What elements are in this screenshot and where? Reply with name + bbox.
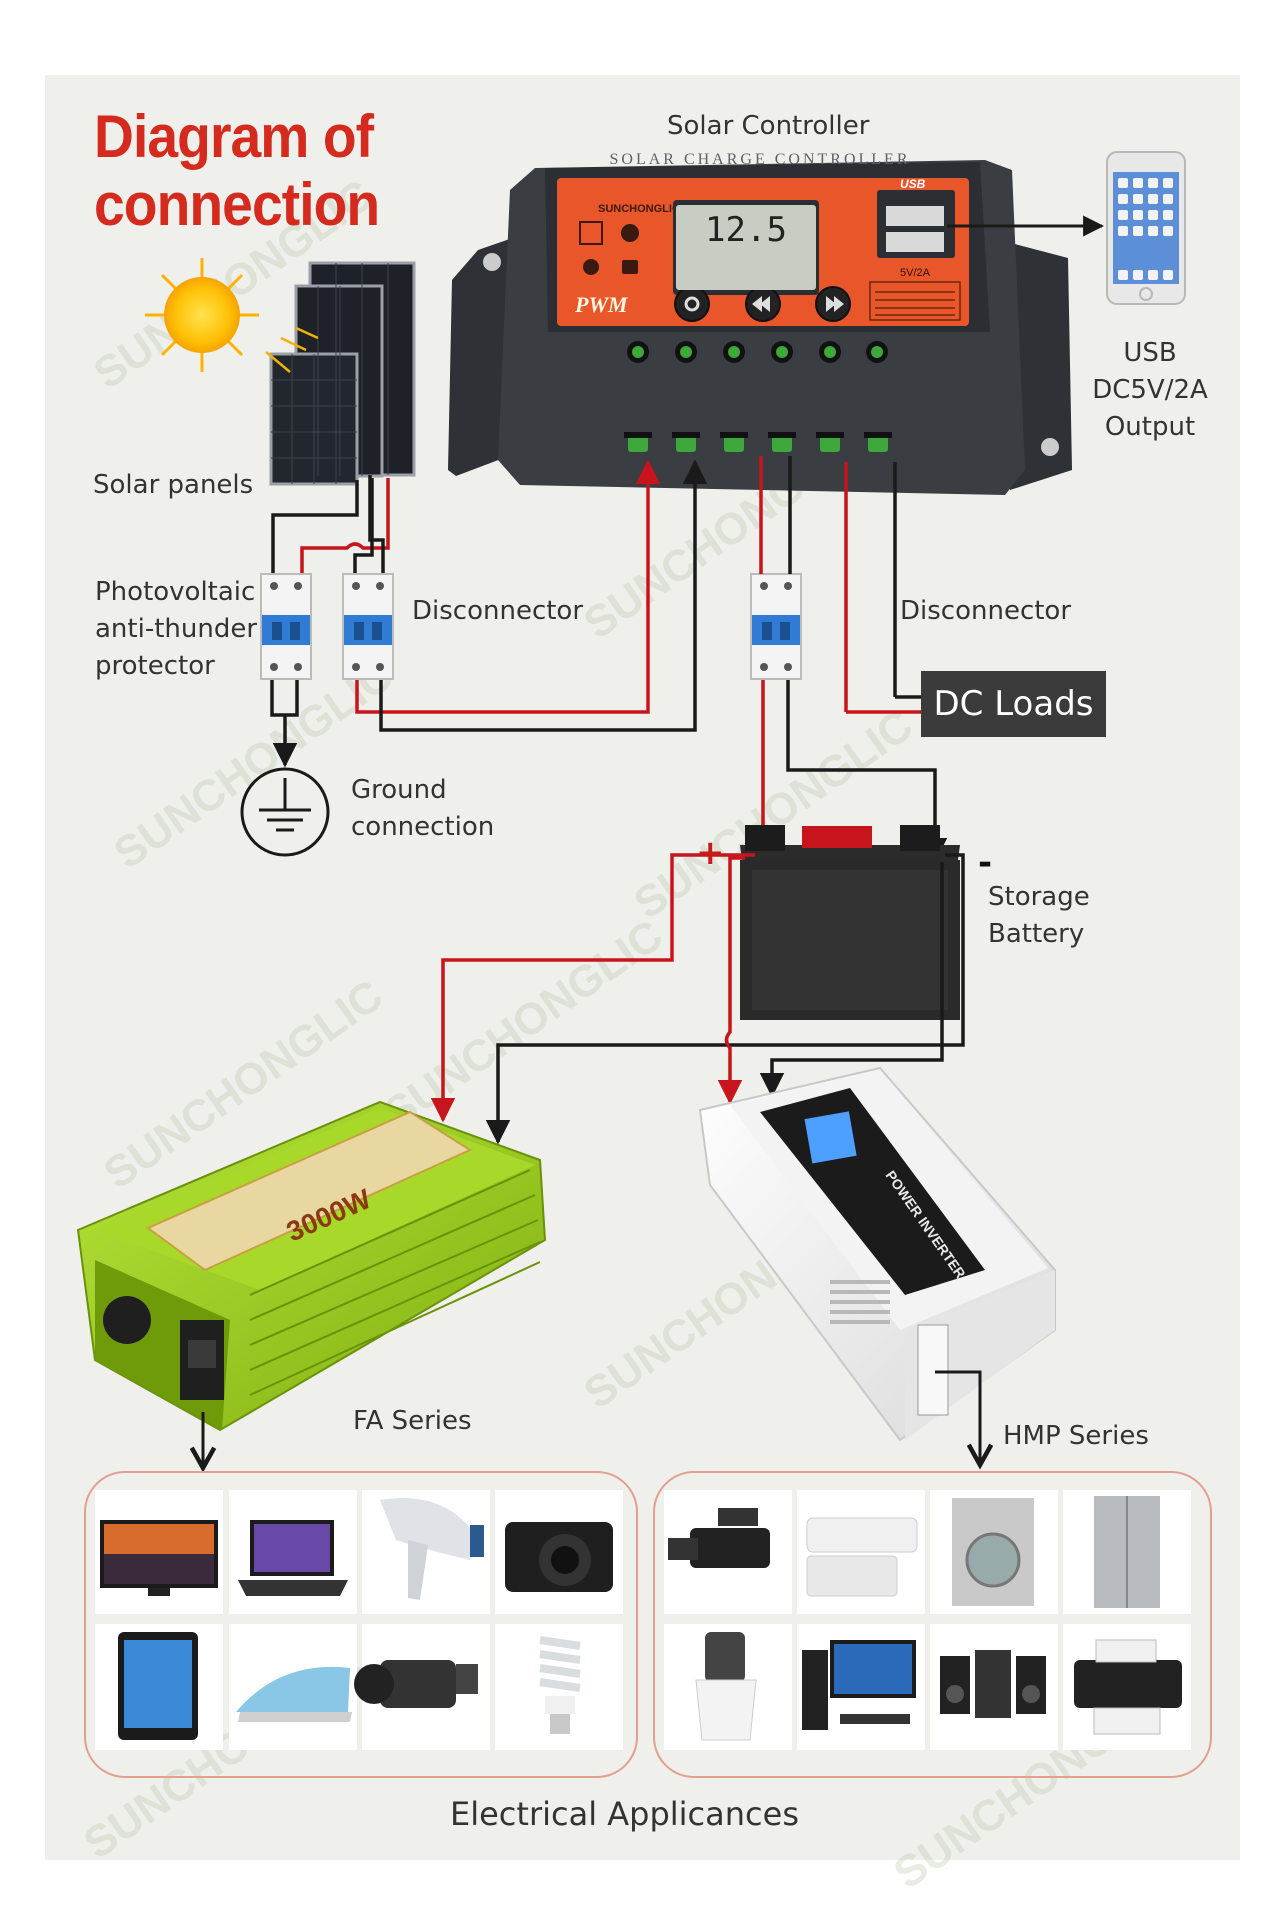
panel-wires	[271, 475, 390, 575]
desktop-pc-icon	[797, 1624, 925, 1750]
disconnector-left-label: Disconnector	[412, 596, 584, 626]
ground-symbol-icon	[240, 767, 330, 857]
sun-icon	[145, 258, 259, 372]
usb-output-label: USB DC5V/2A Output	[1090, 335, 1210, 446]
cfl-bulb-icon	[495, 1624, 623, 1750]
settings-button	[674, 286, 710, 322]
washing-machine-icon	[930, 1490, 1058, 1614]
controller-header-text: SOLAR CHARGE CONTROLLER	[609, 151, 910, 168]
fa-appliance-group	[84, 1471, 638, 1778]
battery-to-inverter-wires	[430, 853, 965, 1145]
disconnector-right-label: Disconnector	[900, 596, 1072, 626]
appliance-tiles	[95, 1490, 1191, 1750]
usb-rating: 5V/2A	[900, 267, 931, 279]
pv-protector-line-1: Photovoltaic	[95, 577, 256, 607]
solar-controller-label: Solar Controller	[667, 111, 870, 141]
disconnector-breaker-left	[342, 573, 394, 680]
dc-loads-box: DC Loads	[921, 671, 1106, 737]
camera-icon	[495, 1490, 623, 1614]
tv-icon	[95, 1490, 223, 1614]
battery-plus-sign: +	[696, 833, 725, 873]
solar-panels-icon	[265, 261, 416, 486]
page-title: Diagram of connection	[94, 103, 380, 239]
pv-protector-line-2: anti-thunder	[95, 614, 258, 644]
storage-battery-label: Storage Battery	[988, 879, 1090, 953]
tablet-icon	[95, 1624, 223, 1750]
storage-battery	[740, 825, 960, 1020]
battery-minus-sign: -	[978, 843, 993, 883]
camcorder-icon	[354, 1624, 490, 1750]
ground-wires	[270, 680, 299, 768]
solar-controller-device: SOLAR CHARGE CONTROLLER SUNCHONGLIC PWM …	[448, 151, 1072, 495]
hmp-appliance-group	[653, 1471, 1212, 1778]
controller-wires	[355, 456, 948, 865]
pv-protector-line-3: protector	[95, 651, 215, 681]
hmp-series-inverter	[698, 1066, 1056, 1442]
ground-connection-line-2: connection	[351, 812, 495, 842]
storage-battery-line-1: Storage	[988, 882, 1090, 912]
usb-badge: USB	[900, 177, 926, 191]
disconnector-breaker-right	[750, 573, 802, 680]
stereo-icon	[930, 1624, 1058, 1750]
controller-display: 12.5	[676, 205, 816, 290]
usb-output-line-1: USB	[1123, 338, 1177, 368]
storage-battery-line-2: Battery	[988, 919, 1085, 949]
laptop-icon	[229, 1490, 357, 1614]
usb-output-line-2: DC5V/2A	[1092, 375, 1208, 405]
fa-series-inverter	[76, 1100, 547, 1432]
printer-icon	[1063, 1624, 1191, 1750]
hmp-series-label: HMP Series	[1003, 1421, 1149, 1451]
ground-connection-line-1: Ground	[351, 775, 447, 805]
controller-brand: SUNCHONGLIC	[598, 203, 680, 215]
iron-icon	[229, 1624, 357, 1750]
juicer-icon	[664, 1624, 792, 1750]
refrigerator-icon	[1063, 1490, 1191, 1614]
smartphone-icon	[1106, 151, 1186, 305]
pv-protector-label: Photovoltaic anti-thunder protector	[95, 574, 257, 685]
solar-panels-label: Solar panels	[93, 470, 254, 500]
video-camera-icon	[664, 1490, 792, 1614]
air-conditioner-icon	[797, 1490, 925, 1614]
controller-mode: PWM	[574, 292, 629, 317]
inverter-output-arrows	[203, 1370, 980, 1468]
pv-protector-breaker	[260, 573, 312, 680]
hair-dryer-icon	[362, 1490, 490, 1614]
ground-connection-label: Ground connection	[351, 772, 494, 846]
fa-series-label: FA Series	[353, 1406, 472, 1436]
electrical-appliances-label: Electrical Applicances	[450, 1795, 799, 1833]
usb-output-line-3: Output	[1104, 412, 1196, 442]
page-title-line-1: Diagram of	[94, 103, 374, 170]
page-title-line-2: connection	[94, 171, 380, 238]
